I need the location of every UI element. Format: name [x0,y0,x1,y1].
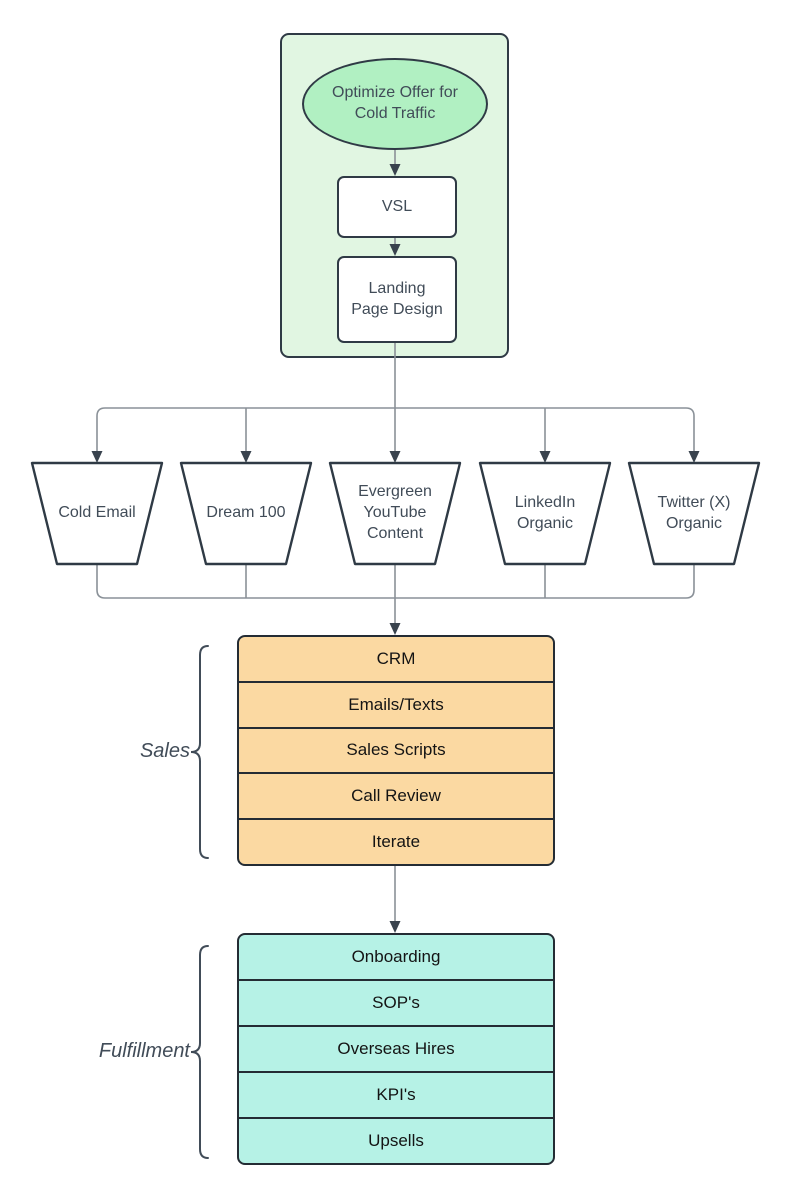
process-node-vsl: VSL [337,176,457,238]
sales-row-call-review: Call Review [239,772,553,818]
channel-label: Evergreen YouTube Content [358,483,432,542]
arrowhead-icon [389,623,401,635]
trapezoid-shape [179,461,313,566]
sales-row-crm: CRM [376,648,416,668]
sales-row-sales-scripts: Sales Scripts [239,726,553,773]
channel-node-evergreen-youtube: Evergreen YouTube Content [328,461,462,566]
sales-section-label: Sales [139,740,190,762]
channel-label: LinkedIn Organic [514,493,576,532]
connector [395,407,695,451]
connector [96,564,395,599]
arrowhead-icon [389,921,401,933]
fulfillment-section-label: Fulfillment [98,1040,190,1062]
sales-brace-icon [190,645,209,859]
trapezoid-shape [478,461,612,566]
fulfillment-stack: Onboarding SOP's Overseas Hires KPI's Up… [237,933,555,1165]
sales-row-emails-texts: Emails/Texts [239,680,553,727]
channel-node-cold-email: Cold Email [30,461,164,566]
start-node-optimize-offer: Optimize Offer for Cold Traffic [302,58,488,150]
fulfillment-row-kpis: KPI's [239,1071,553,1117]
channel-label: Cold Email [58,504,136,522]
channel-label: Dream 100 [206,504,286,522]
fulfillment-row-overseas-hires: Overseas Hires [239,1025,553,1071]
fulfillment-brace-icon [190,945,209,1159]
channel-node-dream-100: Dream 100 [179,461,313,566]
process-node-landing-page-design: Landing Page Design [337,256,457,343]
trapezoid-shape [328,461,462,566]
fulfillment-row-onboarding: Onboarding [351,947,441,966]
channel-node-linkedin-organic: LinkedIn Organic [478,461,612,566]
fulfillment-row-upsells: Upsells [239,1117,553,1163]
channel-label: Twitter (X) Organic [657,493,731,532]
sales-stack: CRM Emails/Texts Sales Scripts Call Revi… [237,635,555,866]
sales-row-iterate: Iterate [239,818,553,864]
channel-node-twitter-organic: Twitter (X) Organic [627,461,761,566]
fulfillment-row-sops: SOP's [239,979,553,1025]
trapezoid-shape [30,461,164,566]
trapezoid-shape [627,461,761,566]
connector [395,564,695,599]
connector [96,407,395,451]
